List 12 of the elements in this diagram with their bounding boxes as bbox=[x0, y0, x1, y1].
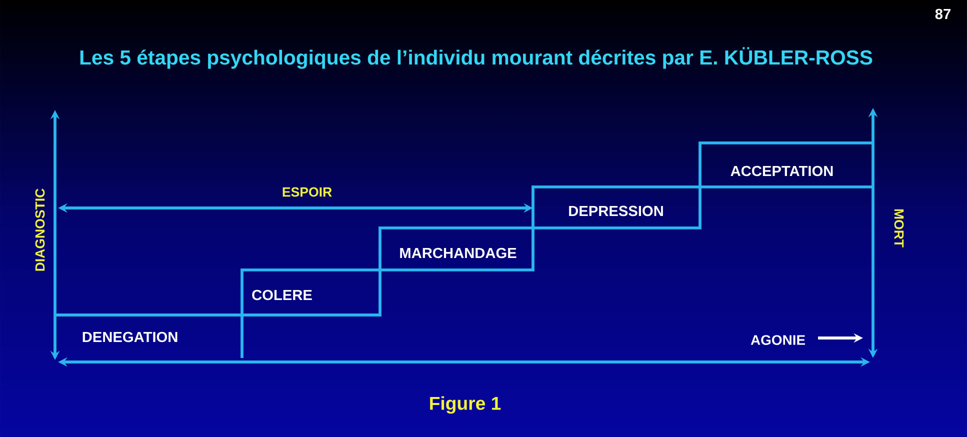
stage-label: ACCEPTATION bbox=[730, 166, 833, 176]
stage-label: COLERE bbox=[252, 290, 312, 300]
page-number: 87 bbox=[935, 8, 950, 20]
axis-label: AGONIE bbox=[750, 335, 805, 345]
caption: Figure 1 bbox=[430, 396, 501, 414]
stage-label: MARCHANDAGE bbox=[400, 248, 516, 258]
axis-label: MORT bbox=[894, 209, 904, 248]
axis-label: DIAGNOSTIC bbox=[35, 188, 45, 271]
stage-label: DEPRESSION bbox=[569, 206, 663, 216]
title: Les 5 étapes psychologiques de l’individu mourant décrites par E. KÜBLER-ROSS bbox=[80, 47, 872, 69]
axis-label: ESPOIR bbox=[282, 187, 332, 197]
stage-label: DENEGATION bbox=[82, 332, 178, 342]
